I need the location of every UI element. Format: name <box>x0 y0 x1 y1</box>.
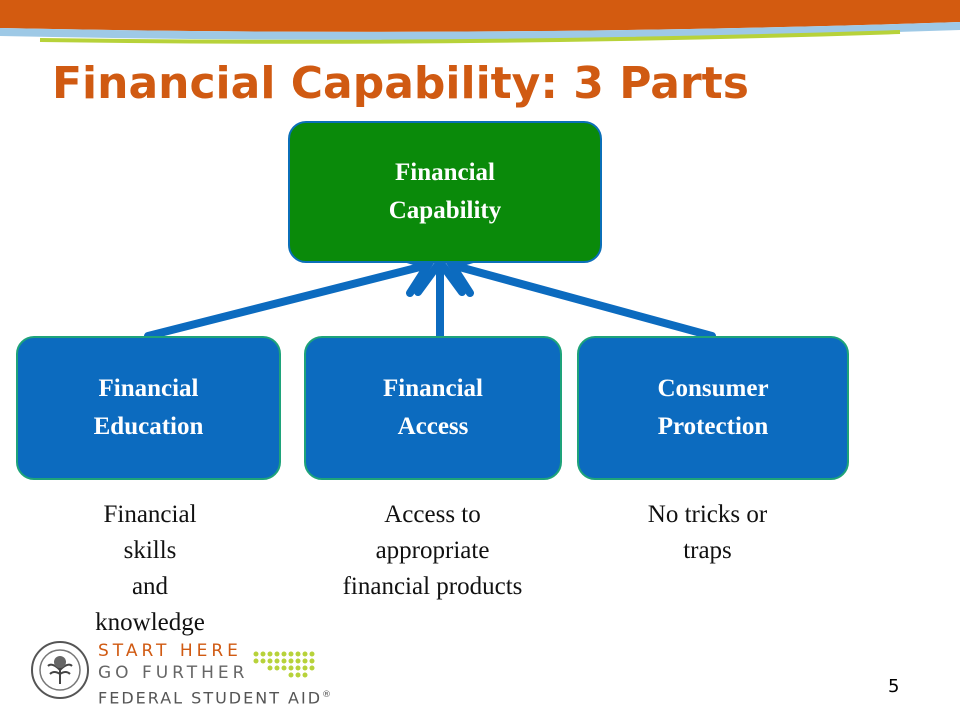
header-banner <box>0 0 960 44</box>
protection-caption: No tricks or traps <box>600 497 815 569</box>
access-caption: Access to appropriate financial products <box>305 497 560 605</box>
financial-access-box: Financial Access <box>304 336 562 480</box>
education-caption-line: knowledge <box>95 609 205 636</box>
financial-capability-line2: Capability <box>388 197 502 224</box>
arrow-protection <box>448 261 716 340</box>
logo-fsa-text: FEDERAL STUDENT AID <box>98 688 323 708</box>
access-caption-line: appropriate <box>375 537 490 564</box>
education-caption-line: Financial <box>103 501 197 528</box>
consumer-protection-box: Consumer Protection <box>577 336 849 480</box>
slide-title: Financial Capability: 3 Parts <box>52 58 749 109</box>
access-caption-line: financial products <box>342 573 523 600</box>
financial-access-line1: Financial <box>382 375 483 402</box>
registered-mark: ® <box>322 690 334 700</box>
logo-federal-student-aid: FEDERAL STUDENT AID® <box>98 684 333 709</box>
financial-education-box: Financial Education <box>16 336 281 480</box>
education-caption-line: and <box>131 573 169 600</box>
education-caption: Financial skills and knowledge <box>70 497 230 641</box>
consumer-protection-line1: Consumer <box>657 375 769 402</box>
protection-caption-line: traps <box>683 537 732 564</box>
financial-capability-line1: Financial <box>394 159 495 186</box>
access-caption-line: Access to <box>384 501 481 528</box>
financial-access-line2: Access <box>397 413 469 440</box>
consumer-protection-line2: Protection <box>657 413 769 440</box>
education-caption-line: skills <box>123 537 177 564</box>
logo-start-here: START HERE <box>98 641 242 661</box>
logo-go-further: GO FURTHER <box>98 663 249 683</box>
arrow-education <box>144 261 432 340</box>
financial-capability-box: Financial Capability <box>288 121 602 263</box>
fsa-wordmark: START HERE GO FURTHER FEDERAL STUDENT AI… <box>98 640 333 709</box>
page-number: 5 <box>888 676 900 697</box>
department-seal-icon <box>31 641 89 699</box>
financial-education-line1: Financial <box>98 375 199 402</box>
logo-dots-icon <box>253 651 315 678</box>
financial-education-line2: Education <box>93 413 204 440</box>
protection-caption-line: No tricks or <box>647 501 768 528</box>
